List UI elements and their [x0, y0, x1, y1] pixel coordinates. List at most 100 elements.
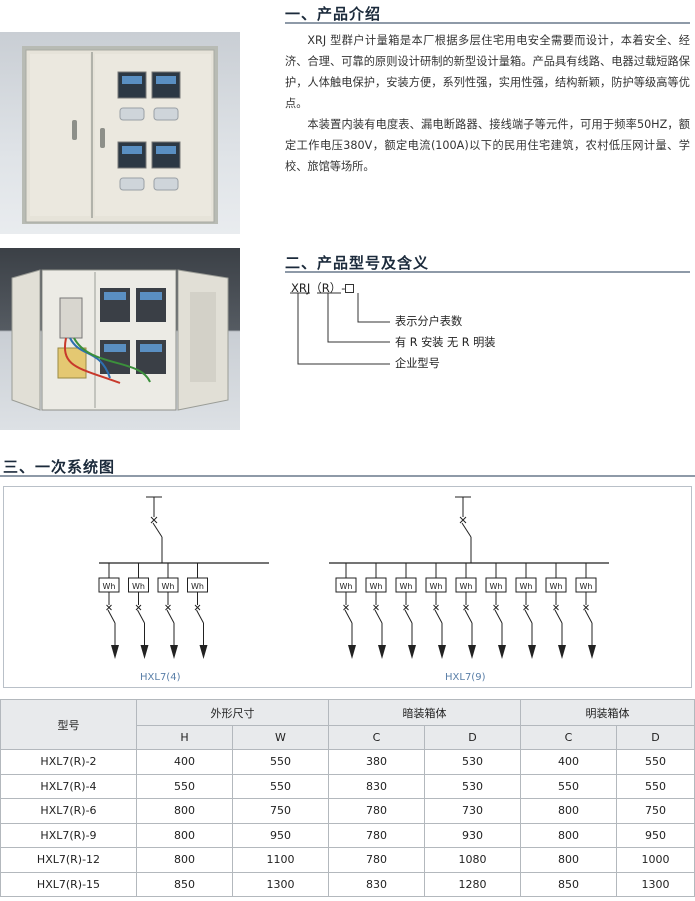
branch-switch-blade [584, 609, 593, 624]
cell-value: 850 [136, 871, 233, 897]
subheader-d: D [616, 725, 695, 750]
cell-value: 1280 [424, 871, 521, 897]
branch-switch-blade [137, 609, 145, 624]
header-concealed-box: 暗装箱体 [328, 699, 521, 726]
outgoing-arrow [378, 645, 386, 659]
table-subheader-row: H W C D C D [1, 725, 695, 750]
outgoing-arrow [408, 645, 416, 659]
label-meter-count: 表示分户表数 [395, 315, 463, 328]
meter-label: Wh [370, 582, 383, 591]
header-surface-box: 明装箱体 [520, 699, 695, 726]
cell-model: HXL7(R)-6 [0, 798, 137, 824]
cabinet-closed-illustration [22, 46, 218, 224]
outgoing-arrow [528, 645, 536, 659]
cell-model: HXL7(R)-9 [0, 822, 137, 848]
cell-value: 780 [328, 822, 425, 848]
label-enterprise-model: 企业型号 [395, 357, 440, 370]
cell-value: 550 [616, 773, 695, 799]
cell-value: 750 [616, 798, 695, 824]
branch-breaker-contact [583, 604, 589, 611]
diagram-right-main-breaker-contact [459, 516, 467, 524]
branch-switch-blade [404, 609, 413, 624]
product-intro-text: XRJ 型群户计量箱是本厂根据多层住宅用电安全需要而设计，本着安全、经济、合理、… [285, 30, 690, 177]
cell-value: 830 [328, 871, 425, 897]
branch-breaker-contact [194, 604, 201, 611]
outgoing-arrow [588, 645, 596, 659]
branch-breaker-contact [106, 604, 112, 611]
branch-breaker-contact [493, 604, 499, 611]
cell-model: HXL7(R)-4 [0, 773, 137, 799]
outgoing-arrow [558, 645, 566, 659]
branch-switch-blade [374, 609, 383, 624]
section-title-system-diagram: 三、一次系统图 [3, 458, 116, 476]
branch-switch-blade [494, 609, 503, 624]
intro-paragraph-1: XRJ 型群户计量箱是本厂根据多层住宅用电安全需要而设计，本着安全、经济、合理、… [285, 34, 690, 110]
cell-value: 850 [520, 871, 617, 897]
meter-windows [117, 71, 181, 191]
branch-breaker-contact [343, 604, 349, 611]
meter-label: Wh [520, 582, 533, 591]
header-outline-size: 外形尺寸 [136, 699, 329, 726]
cabinet-open-photo [0, 248, 240, 430]
branch-breaker-contact [553, 604, 559, 611]
model-leader-lines [290, 292, 390, 365]
cell-value: 400 [520, 749, 617, 775]
cell-value: 1300 [232, 871, 329, 897]
branch-switch-blade [107, 609, 116, 624]
outgoing-arrow [468, 645, 476, 659]
cabinet-open-illustration [11, 269, 229, 411]
diagram-caption-left: HXL7(4) [140, 672, 181, 683]
meter-label: Wh [340, 582, 353, 591]
cell-value: 550 [136, 773, 233, 799]
model-code: XRJ（R）- [291, 280, 355, 296]
diagram-left-main-breaker-contact [150, 516, 158, 524]
meter-label: Wh [580, 582, 593, 591]
outgoing-arrow [438, 645, 446, 659]
cell-model: HXL7(R)-12 [0, 847, 137, 873]
cell-value: 530 [424, 749, 521, 775]
outgoing-arrow [170, 645, 178, 659]
meter-label: Wh [162, 582, 175, 591]
cell-value: 950 [232, 822, 329, 848]
meter-count-box [345, 284, 355, 293]
cell-model: HXL7(R)-2 [0, 749, 137, 775]
cell-value: 1080 [424, 847, 521, 873]
cell-value: 830 [328, 773, 425, 799]
section-title-product-intro: 一、产品介绍 [285, 5, 382, 23]
cell-value: 1300 [616, 871, 695, 897]
branch-switch-blade [166, 609, 175, 624]
outgoing-arrow [498, 645, 506, 659]
meter-label: Wh [103, 582, 116, 591]
subheader-w: W [232, 725, 329, 750]
cell-value: 930 [424, 822, 521, 848]
branch-breaker-contact [463, 604, 469, 611]
cell-value: 400 [136, 749, 233, 775]
meter-label: Wh [460, 582, 473, 591]
cell-value: 550 [232, 749, 329, 775]
cell-value: 1100 [232, 847, 329, 873]
table-header-row: 型号 外形尺寸 暗装箱体 明装箱体 [0, 699, 695, 750]
cell-value: 550 [616, 749, 695, 775]
branch-switch-blade [464, 609, 473, 624]
header-model: 型号 [0, 699, 137, 750]
outgoing-arrow [111, 645, 119, 659]
cell-value: 550 [232, 773, 329, 799]
branch-switch-blade [196, 609, 204, 624]
outgoing-arrow [199, 645, 208, 659]
cell-value: 800 [136, 847, 233, 873]
cell-value: 800 [136, 798, 233, 824]
cell-model: HXL7(R)-15 [0, 871, 137, 897]
cabinet-closed-photo [0, 32, 240, 234]
subheader-c: C [520, 725, 617, 750]
cell-value: 800 [520, 798, 617, 824]
diagram-caption-right: HXL7(9) [445, 672, 486, 683]
intro-paragraph-2: 本装置内装有电度表、漏电断路器、接线端子等元件，可用于频率50HZ，额定工作电压… [285, 118, 690, 173]
diagram-left-main-switch-blade [152, 522, 163, 538]
meter-label: Wh [191, 582, 204, 591]
